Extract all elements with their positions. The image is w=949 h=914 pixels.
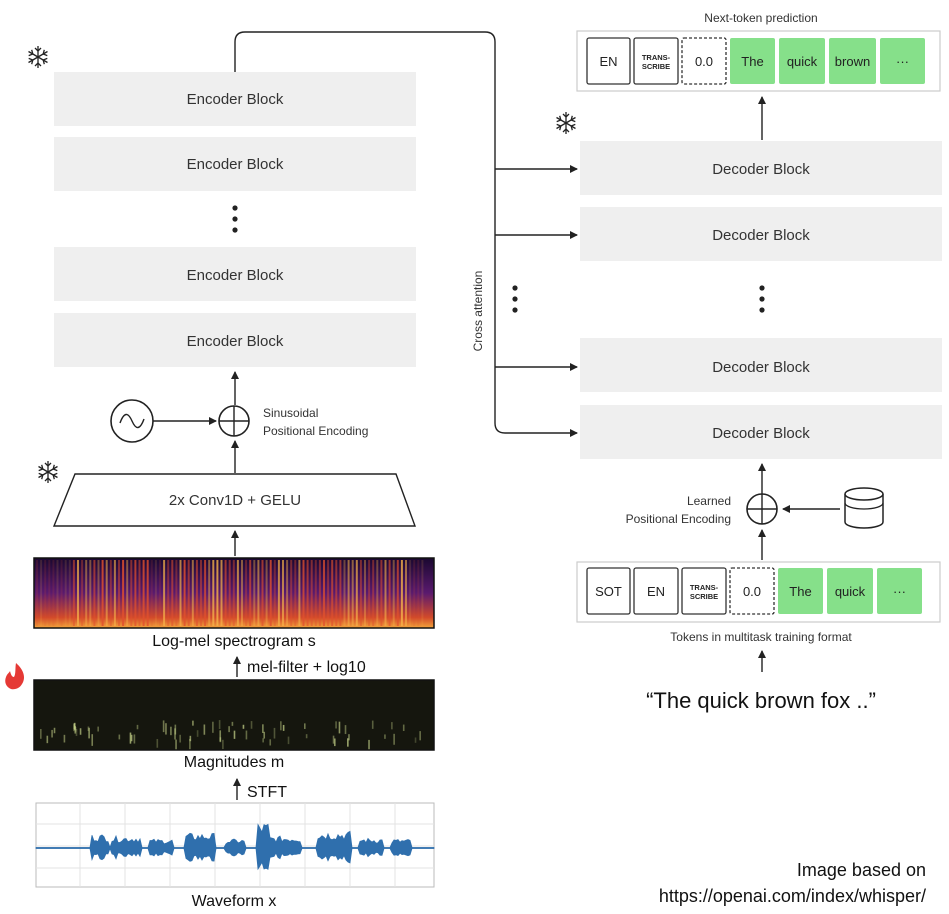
output-tokens: EN TRANS-SCRIBE 0.0 The quick brown ··· <box>586 37 925 85</box>
svg-text:Decoder Block: Decoder Block <box>712 425 810 442</box>
svg-text:Encoder Block: Encoder Block <box>187 267 284 284</box>
token: quick <box>779 38 825 84</box>
token: EN <box>633 567 679 615</box>
token-label: SCRIBE <box>690 592 718 601</box>
token-label: TRANS- <box>642 53 671 62</box>
decoder-block: Decoder Block <box>580 338 942 392</box>
encoder-block: Encoder Block <box>54 72 416 126</box>
token-label: brown <box>835 54 870 69</box>
svg-text:Encoder Block: Encoder Block <box>187 333 284 350</box>
tokens-caption: Tokens in multitask training format <box>670 630 852 644</box>
input-text-quote: “The quick brown fox ..” <box>646 688 876 713</box>
snowflake-icon <box>555 111 577 135</box>
token: The <box>778 568 823 614</box>
token-label: quick <box>787 54 818 69</box>
waveform-label: Waveform x <box>192 893 277 910</box>
decoder-block: Decoder Block <box>580 141 942 195</box>
log-mel-spectrogram <box>33 557 435 629</box>
token-label: ··· <box>893 584 906 599</box>
token: TRANS-SCRIBE <box>633 37 679 85</box>
decoder-ellipsis <box>759 285 765 313</box>
token: brown <box>829 38 876 84</box>
svg-text:Decoder Block: Decoder Block <box>712 359 810 376</box>
circle-plus-icon <box>218 405 250 437</box>
decoder-pos-encoding-label: Learned <box>687 494 731 508</box>
decoder-pos-encoding-label: Positional Encoding <box>626 512 731 526</box>
token: ··· <box>877 568 922 614</box>
encoder-block: Encoder Block <box>54 247 416 301</box>
next-token-prediction-label: Next-token prediction <box>704 11 817 25</box>
input-tokens: SOT EN TRANS-SCRIBE 0.0 The quick ··· <box>586 567 922 615</box>
encoder-block: Encoder Block <box>54 137 416 191</box>
encoder-block: Encoder Block <box>54 313 416 367</box>
circle-plus-icon <box>746 493 778 525</box>
token-label: SCRIBE <box>642 62 670 71</box>
decoder-block: Decoder Block <box>580 207 942 261</box>
token-label: EN <box>599 54 617 69</box>
svg-text:Encoder Block: Encoder Block <box>187 156 284 173</box>
token-label: quick <box>835 584 866 599</box>
token: SOT <box>586 567 631 615</box>
credit-url: https://openai.com/index/whisper/ <box>659 886 926 906</box>
svg-text:Decoder Block: Decoder Block <box>712 161 810 178</box>
token-label: TRANS- <box>690 583 719 592</box>
token-label: EN <box>647 584 665 599</box>
encoder-pos-encoding-label: Positional Encoding <box>263 424 368 438</box>
snowflake-icon <box>27 45 49 69</box>
svg-text:Decoder Block: Decoder Block <box>712 227 810 244</box>
token-label: The <box>789 584 811 599</box>
svg-text:2x Conv1D + GELU: 2x Conv1D + GELU <box>169 492 301 509</box>
token: 0.0 <box>729 567 775 615</box>
token-label: The <box>741 54 763 69</box>
encoder-pos-encoding-label: Sinusoidal <box>263 406 318 420</box>
token: ··· <box>880 38 925 84</box>
credit-line: Image based on <box>797 860 926 880</box>
token: 0.0 <box>681 37 727 85</box>
database-icon <box>844 487 884 529</box>
sine-wave-icon <box>110 399 154 443</box>
waveform-plot <box>35 802 435 888</box>
cross-attention-ellipsis <box>512 285 518 313</box>
token-label: 0.0 <box>695 54 713 69</box>
spectrogram-label: Log-mel spectrogram s <box>152 633 316 650</box>
magnitudes-label: Magnitudes m <box>184 754 285 771</box>
token-label: 0.0 <box>743 584 761 599</box>
snowflake-icon <box>37 460 59 484</box>
magnitudes-plot <box>33 679 435 751</box>
stft-label: STFT <box>247 784 287 801</box>
token: The <box>730 38 775 84</box>
mel-filter-label: mel-filter + log10 <box>247 659 366 676</box>
conv-block: 2x Conv1D + GELU <box>52 473 417 527</box>
cross-attention-label: Cross attention <box>471 271 485 352</box>
flame-icon <box>5 663 24 690</box>
token-label: ··· <box>896 54 909 69</box>
decoder-block: Decoder Block <box>580 405 942 459</box>
token: EN <box>586 37 631 85</box>
encoder-ellipsis <box>232 205 238 233</box>
token: TRANS-SCRIBE <box>681 567 727 615</box>
svg-text:Encoder Block: Encoder Block <box>187 91 284 108</box>
token: quick <box>827 568 873 614</box>
token-label: SOT <box>595 584 622 599</box>
